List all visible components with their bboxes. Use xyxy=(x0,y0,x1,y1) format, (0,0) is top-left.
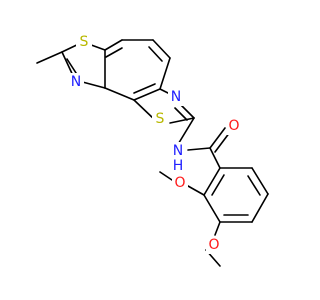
bond-benz-1 xyxy=(104,39,123,51)
bond-nh-carbonyl-c xyxy=(187,147,211,151)
bond-benz-4 xyxy=(159,57,171,90)
bond-carbonyl-ring xyxy=(209,147,221,169)
bond-ring2-6b xyxy=(211,174,225,196)
bond-ring2-3 xyxy=(251,193,269,223)
bond-methyl xyxy=(36,51,63,64)
bond-ring-o1 xyxy=(187,185,205,196)
atom-s-left: S xyxy=(80,34,89,50)
bond-benz-3 xyxy=(152,39,171,59)
bond-ring2-2 xyxy=(251,167,269,195)
atom-n-amide: N xyxy=(173,143,183,159)
bond-ring2-5 xyxy=(203,194,221,223)
bond-c2-nh xyxy=(176,117,195,147)
bond-ring2-6 xyxy=(203,167,221,196)
atom-n-right: N xyxy=(171,89,181,105)
bond-benz-6 xyxy=(104,87,135,101)
bond-carbonyl-co xyxy=(209,127,226,149)
bond-carbonyl-co-double xyxy=(214,131,231,153)
atom-o-methoxy-2: O xyxy=(208,237,219,253)
bond-benz-3b xyxy=(148,46,163,62)
bond-ring2-2b xyxy=(247,175,261,196)
bond-benz-5b xyxy=(133,83,156,94)
molecule-structure-diagram: S N S N N H O O O xyxy=(36,33,269,267)
atom-h-amide: H xyxy=(173,158,184,174)
atom-o-carbonyl: O xyxy=(228,118,239,134)
atom-n-left: N xyxy=(71,74,81,90)
bond-n-c2-right-double xyxy=(174,107,188,121)
bond-c2-s-right xyxy=(169,117,195,124)
molecule-svg: S N S N N H O O O xyxy=(36,33,269,267)
bond-benz-1b xyxy=(105,47,123,58)
bond-ring-o2 xyxy=(214,221,221,236)
atom-s-right: S xyxy=(156,111,165,127)
bond-o1-methyl xyxy=(159,171,173,181)
bond-benz-5 xyxy=(133,88,161,101)
bond-s-c-right xyxy=(133,99,156,121)
atom-labels: S N S N N H O O O xyxy=(68,33,242,254)
atom-o-methoxy-1: O xyxy=(174,175,185,191)
